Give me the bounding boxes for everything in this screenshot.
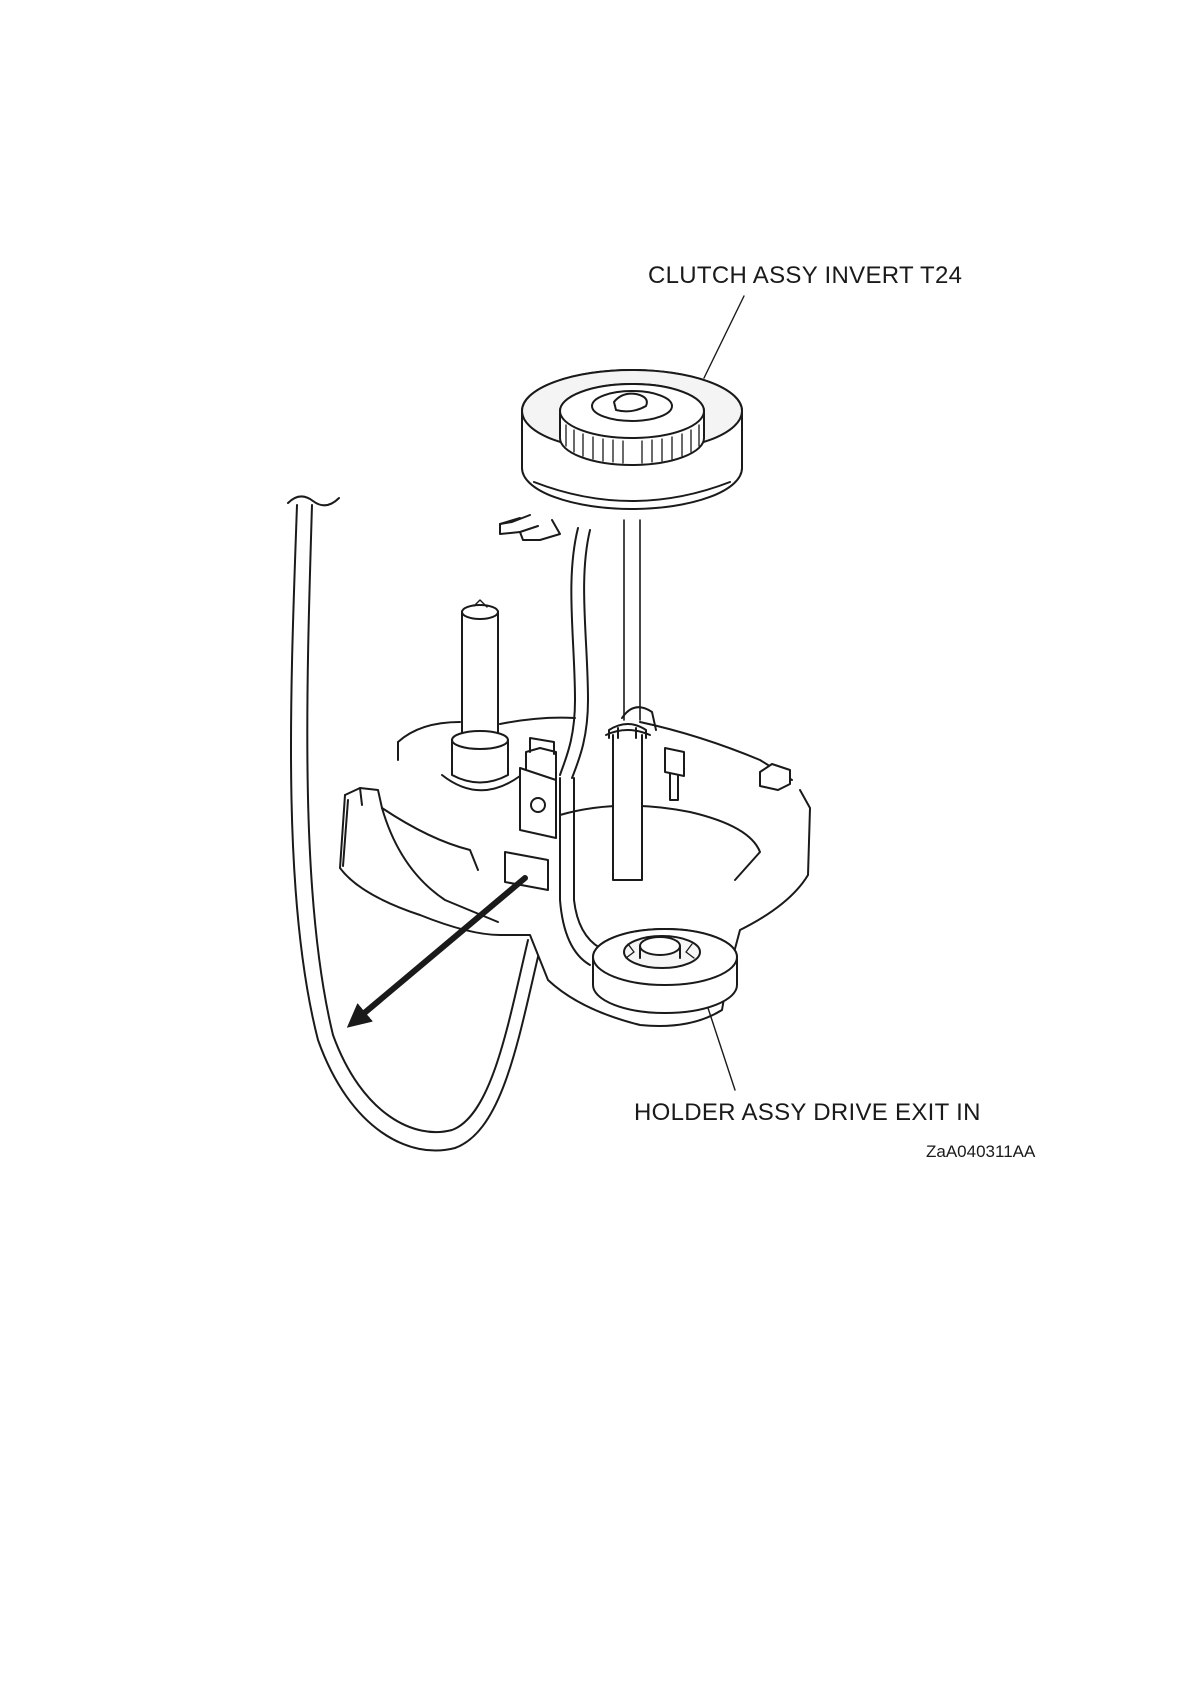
leader-clutch xyxy=(704,296,744,378)
shaft-guide xyxy=(624,520,640,720)
holder-assy-label: HOLDER ASSY DRIVE EXIT IN xyxy=(634,1101,981,1125)
clutch-assy xyxy=(500,370,742,778)
clutch-assy-label: CLUTCH ASSY INVERT T24 xyxy=(648,264,962,288)
leader-holder xyxy=(708,1008,735,1090)
figure-code: ZaA040311AA xyxy=(926,1143,1035,1160)
